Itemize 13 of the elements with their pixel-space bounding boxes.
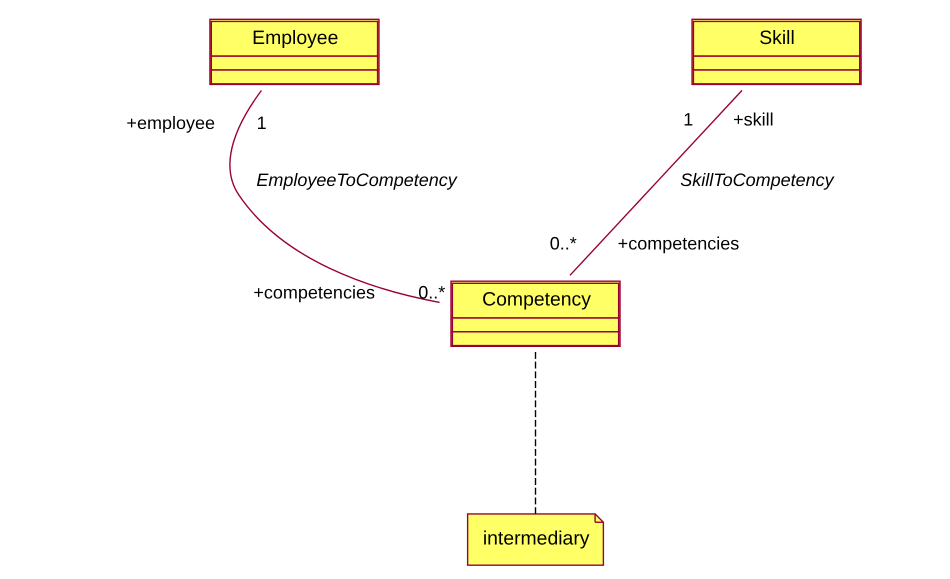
label: 0..*: [418, 282, 445, 303]
edge-label: SkillToCompetency: [680, 170, 834, 190]
label: +skill: [732, 110, 774, 130]
label: 1: [682, 110, 693, 130]
connector: [568, 90, 742, 276]
label: +employee: [126, 113, 214, 134]
edge-label: EmployeeToCompetency: [256, 170, 456, 190]
label: +competencies: [617, 234, 739, 254]
connector: [534, 352, 536, 514]
label: 0..*: [549, 234, 576, 254]
label: +competencies: [252, 282, 374, 303]
label: 1: [256, 113, 266, 134]
connector: [228, 90, 440, 304]
